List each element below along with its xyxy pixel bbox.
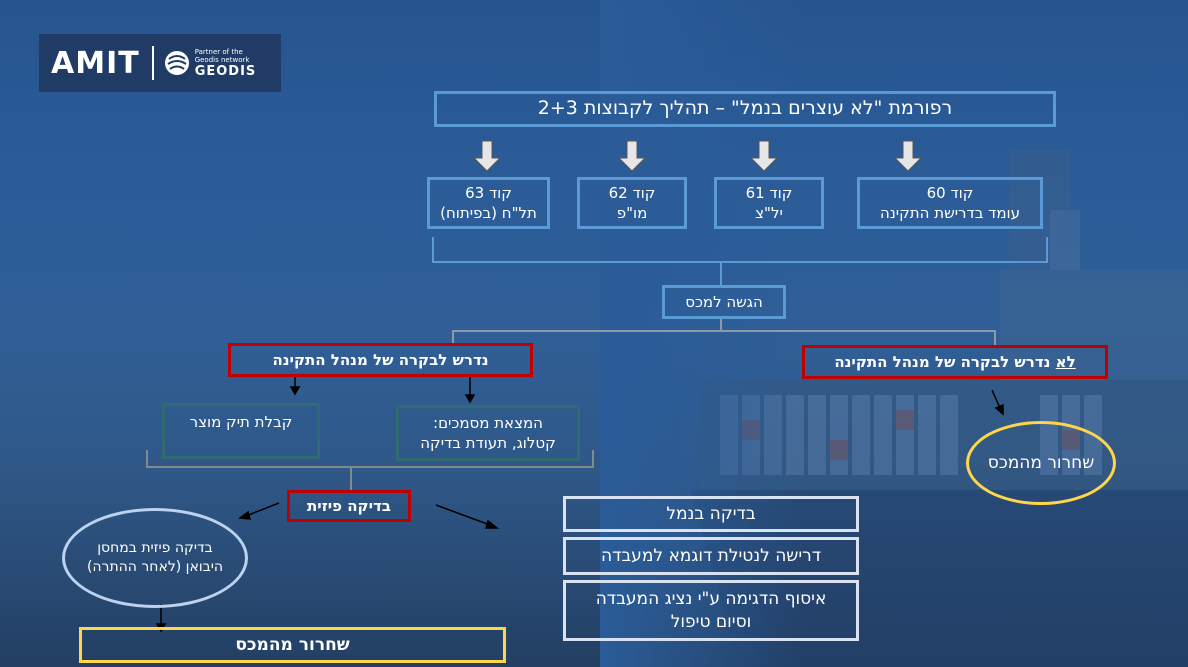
amit-geodis-logo: AMIT Partner of the Geodis network GEODI…: [39, 34, 281, 92]
partner-line1: Partner of the: [194, 47, 243, 56]
geodis-wordmark: GEODIS: [194, 63, 257, 79]
code-60-desc: עומד בדרישת התקינה: [879, 204, 1021, 222]
code-60-box: קוד 60 עומד בדרישת התקינה: [857, 177, 1043, 229]
code-62-label: קוד 62: [608, 183, 656, 202]
amit-wordmark: AMIT: [51, 45, 140, 81]
process-title: רפורמת "לא עוצרים בנמל" – תהליך לקבוצות …: [434, 91, 1056, 127]
process-title-text: רפורמת "לא עוצרים בנמל" – תהליך לקבוצות …: [537, 97, 953, 120]
documents-title: המצאת מסמכים:: [433, 413, 543, 432]
code-61-label: קוד 61: [745, 183, 793, 202]
not-required-rest: נדרש לבקרה של מנהל התקינה: [834, 352, 1056, 371]
required-control-box: נדרש לבקרה של מנהל התקינה: [228, 343, 533, 377]
required-text: נדרש לבקרה של מנהל התקינה: [272, 350, 489, 369]
warehouse-check-oval: בדיקה פיזית במחסן היבואן (לאחר ההתרה): [62, 508, 248, 608]
geodis-globe-icon: [164, 51, 189, 75]
partner-text: Partner of the Geodis network GEODIS: [195, 48, 257, 79]
code-62-desc: מו"פ: [616, 204, 648, 222]
code-61-desc: יל"צ: [755, 204, 783, 222]
lab-sample-box: דרישה לנטילת דוגמא למעבדה: [563, 537, 859, 575]
documents-list: קטלוג, תעודת בדיקה: [420, 434, 556, 452]
documents-box: המצאת מסמכים: קטלוג, תעודת בדיקה: [396, 405, 580, 461]
release-oval-right: שחרור מהמכס: [966, 421, 1116, 505]
sample-collection-line1: איסוף הדגימה ע"י נציג המעבדה: [595, 588, 827, 609]
code-63-desc: תל"ח (בפיתוח): [440, 204, 537, 222]
sample-collection-box: איסוף הדגימה ע"י נציג המעבדה וסיום טיפול: [563, 580, 859, 641]
code-63-box: קוד 63 תל"ח (בפיתוח): [427, 177, 550, 229]
sample-collection-line2: וסיום טיפול: [670, 611, 752, 632]
customs-submission-box: הגשה למכס: [662, 285, 786, 319]
port-inspection-box: בדיקה בנמל: [563, 496, 859, 532]
physical-check-text: בדיקה פיזית: [307, 496, 391, 515]
customs-submission-text: הגשה למכס: [685, 292, 763, 311]
release-bottom-text: שחרור מהמכס: [235, 634, 350, 655]
partner-line2: Geodis network: [194, 55, 250, 64]
physical-check-box: בדיקה פיזית: [287, 490, 411, 522]
code-63-label: קוד 63: [465, 183, 512, 202]
logo-divider: [151, 46, 154, 80]
release-bottom-box: שחרור מהמכס: [79, 627, 506, 663]
lab-sample-text: דרישה לנטילת דוגמא למעבדה: [600, 545, 822, 566]
code-60-label: קוד 60: [926, 183, 974, 202]
warehouse-check-line1: בדיקה פיזית במחסן: [97, 540, 213, 557]
not-emphasis: לא: [1055, 352, 1076, 371]
not-required-control-box: לא נדרש לבקרה של מנהל התקינה: [802, 345, 1108, 379]
not-required-text: לא נדרש לבקרה של מנהל התקינה: [834, 352, 1075, 372]
code-61-box: קוד 61 יל"צ: [714, 177, 824, 229]
port-inspection-text: בדיקה בנמל: [666, 503, 756, 524]
release-right-text: שחרור מהמכס: [987, 452, 1095, 473]
warehouse-check-line2: היבואן (לאחר ההתרה): [86, 559, 224, 575]
product-file-text: קבלת תיק מוצר: [189, 413, 293, 431]
code-62-box: קוד 62 מו"פ: [577, 177, 687, 229]
product-file-box: קבלת תיק מוצר: [162, 403, 320, 459]
